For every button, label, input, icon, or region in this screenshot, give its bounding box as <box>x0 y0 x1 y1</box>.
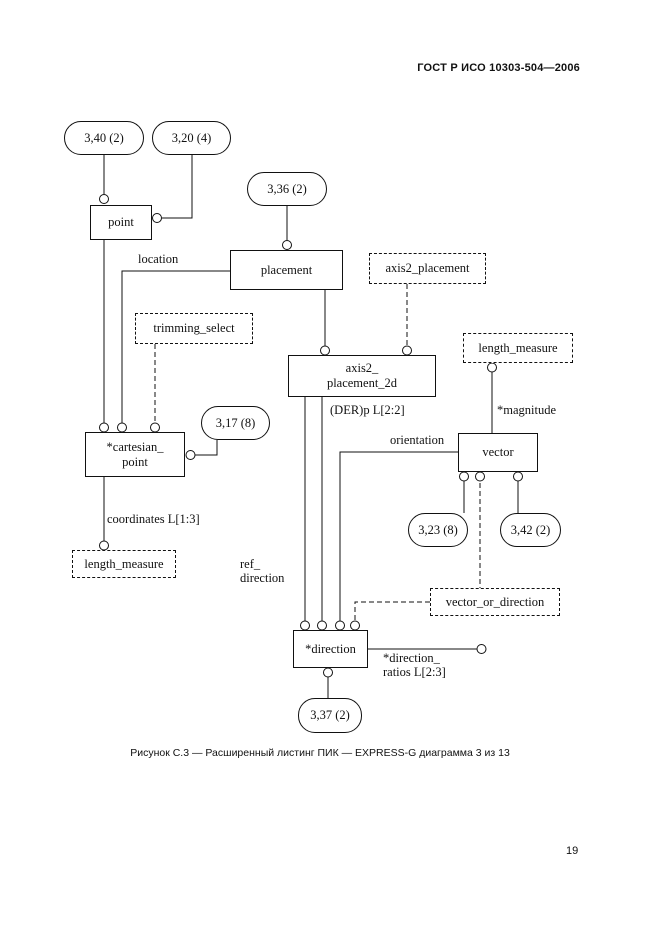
label-magnitude: *magnitude <box>497 403 557 417</box>
label-ref-direction-line1: ref_ <box>240 557 261 571</box>
type-length-measure-upper: length_measure <box>463 333 573 363</box>
pageref-3-40: 3,40 (2) <box>64 121 144 155</box>
edge-vod-select-direction <box>354 601 430 621</box>
terminal-coordinates-lengthmeasure <box>99 540 109 551</box>
type-length-measure-lower: length_measure <box>72 550 176 578</box>
entity-axis2-placement-2d-line1: axis2_ <box>345 361 379 375</box>
label-coordinates: coordinates L[1:3] <box>107 512 200 526</box>
terminal-select-axis2-2d <box>402 345 412 356</box>
pageref-3-36: 3,36 (2) <box>247 172 327 206</box>
document-header: ГОСТ Р ИСО 10303-504—2006 <box>417 62 580 74</box>
pageref-3-23: 3,23 (8) <box>408 513 468 547</box>
terminal-ref337-direction <box>323 667 333 678</box>
pageref-3-42: 3,42 (2) <box>500 513 561 547</box>
label-der-p: (DER)p L[2:2] <box>330 403 405 417</box>
page-number: 19 <box>566 845 579 857</box>
terminal-vod-vector <box>475 471 485 482</box>
terminal-ref317-cartesian <box>185 450 196 460</box>
edge-orientation-attribute <box>339 451 458 621</box>
figure-caption: Рисунок С.3 — Расширенный листинг ПИК — … <box>130 747 510 759</box>
pageref-3-20: 3,20 (4) <box>152 121 231 155</box>
label-ref-direction-line2: direction <box>240 571 285 585</box>
terminal-orientation-direction <box>335 620 345 631</box>
terminal-ref320-point <box>152 213 162 223</box>
entity-axis2-placement-2d-line2: placement_2d <box>326 376 398 390</box>
pageref-3-37: 3,37 (2) <box>298 698 362 733</box>
terminal-ref323-vector <box>459 471 469 482</box>
terminal-direction-ratios-end <box>476 644 487 654</box>
entity-cartesian-point: *cartesian_ point <box>85 432 185 477</box>
entity-cartesian-point-line2: point <box>122 454 148 469</box>
entity-cartesian-point-line1: *cartesian_ <box>106 439 164 454</box>
terminal-derp-direction <box>317 620 327 631</box>
label-direction-ratios: *direction_ ratios L[2:3] <box>383 651 446 679</box>
entity-placement: placement <box>230 250 343 290</box>
terminal-subtype-axis2-2d <box>320 345 330 356</box>
pageref-3-17: 3,17 (8) <box>201 406 270 440</box>
terminal-ref336-placement <box>282 240 292 250</box>
entity-point: point <box>90 205 152 240</box>
entity-vector: vector <box>458 433 538 472</box>
edge-ref320-point <box>162 155 193 219</box>
terminal-ref342-vector <box>513 471 523 482</box>
label-location: location <box>138 252 179 266</box>
entity-axis2-placement-2d: axis2_ placement_2d <box>288 355 436 397</box>
type-trimming-select: trimming_select <box>135 313 253 344</box>
terminal-location-cartesian <box>117 422 127 433</box>
terminal-ref340-point <box>99 194 109 204</box>
entity-direction: *direction <box>293 630 368 668</box>
terminal-subtype-cartesian <box>99 422 109 433</box>
terminal-trimming-cartesian <box>150 422 160 433</box>
label-direction-ratios-line1: *direction_ <box>383 651 440 665</box>
terminal-refdirection-direction <box>300 620 310 631</box>
label-ref-direction: ref_ direction <box>240 557 284 585</box>
type-axis2-placement: axis2_placement <box>369 253 486 284</box>
terminal-vod-direction <box>350 620 360 631</box>
label-direction-ratios-line2: ratios L[2:3] <box>383 665 446 679</box>
label-orientation: orientation <box>390 433 445 447</box>
type-vector-or-direction: vector_or_direction <box>430 588 560 616</box>
terminal-magnitude-lengthmeasure <box>487 362 497 373</box>
edge-location-attribute <box>121 270 230 423</box>
edge-ref317-cartesian <box>195 440 218 456</box>
